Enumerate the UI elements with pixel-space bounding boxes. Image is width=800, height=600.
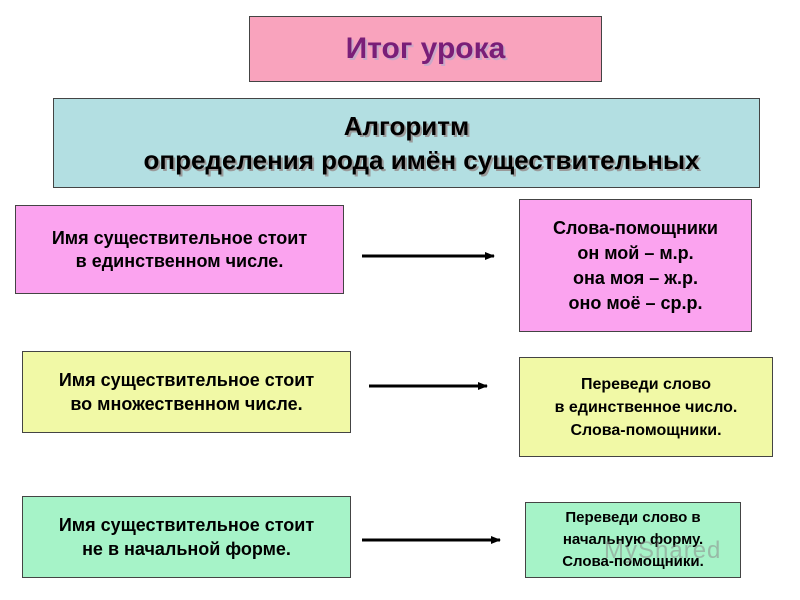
heading-line-2: определения рода имён существительных [143,145,700,175]
action-line: начальную форму. [562,531,704,548]
action-line: оно моё – ср.р. [568,292,703,313]
action-line: Слова-помощники [553,217,718,238]
action-line: Слова-помощники. [562,553,704,570]
condition-box-singular: Имя существительное стоит в единственном… [15,205,344,294]
condition-line: Имя существительное стоит [58,515,315,535]
watermark-logo: MyShared [604,537,722,564]
action-box-singular: Слова-помощники он мой – м.р. она моя – … [519,199,752,332]
action-line: она моя – ж.р. [573,267,698,288]
condition-line: во множественном числе. [70,394,303,414]
title-text: Итог урока [345,32,506,65]
heading-line-1: Алгоритм [343,111,470,141]
action-line: он мой – м.р. [577,242,694,263]
condition-line: не в начальной форме. [82,539,291,559]
condition-box-non-initial-form: Имя существительное стоит не в начальной… [22,496,351,578]
condition-line: Имя существительное стоит [51,227,308,248]
condition-line: Имя существительное стоит [58,370,315,390]
action-line: Переведи слово в [565,509,701,526]
action-line: Слова-помощники. [570,421,722,439]
condition-box-plural: Имя существительное стоит во множественн… [22,351,351,433]
algorithm-heading-box: Алгоритм определения рода имён существит… [53,98,760,188]
action-line: в единственное число. [554,398,738,416]
action-box-plural: Переведи слово в единственное число. Сло… [519,357,773,457]
condition-line: в единственном числе. [75,250,284,271]
action-box-non-initial-form: Переведи слово в начальную форму. Слова-… [525,502,741,578]
action-line: Переведи слово [580,375,712,393]
title-box: Итог урока [249,16,602,82]
